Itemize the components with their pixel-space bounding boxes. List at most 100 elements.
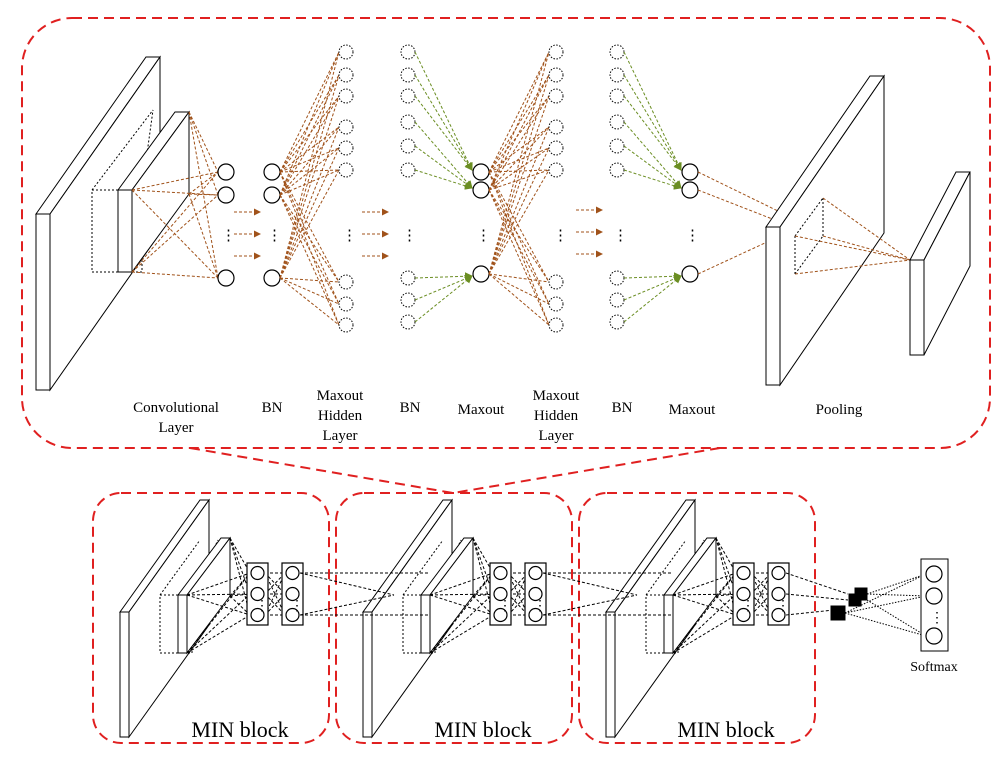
maxout1-neurons xyxy=(472,163,490,283)
bn-neuron xyxy=(609,44,625,60)
block-neuron xyxy=(250,586,265,602)
bn2-ellipsis: ⋮ xyxy=(402,228,417,244)
block-neuron xyxy=(528,607,543,623)
bn1-neurons xyxy=(263,163,281,287)
connection-line xyxy=(488,126,550,173)
maxout-arrow xyxy=(414,272,473,281)
maxout-hidden-layer-2 xyxy=(548,44,564,333)
block-neuron xyxy=(285,586,300,602)
maxout-arrow xyxy=(414,74,473,171)
maxout-arrow xyxy=(623,74,682,171)
bn3-ellipsis: ⋮ xyxy=(613,228,628,244)
connection-line xyxy=(488,169,550,191)
hidden-neuron xyxy=(548,67,564,83)
connection-line xyxy=(488,74,550,173)
maxout-arrow xyxy=(414,169,473,190)
maxout-arrow xyxy=(414,51,473,171)
hidden-neuron xyxy=(548,317,564,333)
connection-line xyxy=(279,277,340,326)
arrows-hidden2-to-bn3 xyxy=(576,206,603,258)
min-block-label: MIN block xyxy=(434,717,531,742)
block-input-slab xyxy=(362,498,453,739)
bn-neuron xyxy=(400,314,416,330)
block-input-slab xyxy=(605,498,696,739)
connection-line xyxy=(279,126,340,173)
column-ellipsis: ⋮ xyxy=(741,599,755,614)
hidden-neuron xyxy=(338,162,354,178)
bn-neuron xyxy=(400,292,416,308)
block-to-block-connections xyxy=(299,572,673,616)
connection-line xyxy=(488,51,550,275)
connection-line xyxy=(279,126,340,279)
hidden-neuron xyxy=(548,119,564,135)
maxout2-ellipsis: ⋮ xyxy=(685,228,700,244)
connection-line xyxy=(279,95,340,196)
conv-neurons xyxy=(217,163,235,287)
connection-line xyxy=(488,189,550,305)
connection-line xyxy=(488,74,550,275)
column-ellipsis: ⋮ xyxy=(776,599,790,614)
bn2-to-maxout-arrows xyxy=(414,51,473,323)
maxout-arrow xyxy=(414,121,473,189)
connection-line xyxy=(488,74,550,191)
maxout-arrow xyxy=(414,145,473,189)
hidden1-ellipsis: ⋮ xyxy=(342,228,357,244)
hidden-neuron xyxy=(338,317,354,333)
connection-line xyxy=(279,74,340,279)
bn1-to-hidden-connections xyxy=(279,51,340,326)
block-neuron xyxy=(285,565,300,581)
hidden-neuron xyxy=(338,67,354,83)
connection-line xyxy=(488,95,550,275)
connection-line xyxy=(488,126,550,275)
maxout-to-hidden2-connections xyxy=(488,51,550,326)
connection-line xyxy=(279,147,340,196)
block-feature-map xyxy=(662,536,718,655)
bn3-to-maxout2-arrows xyxy=(623,51,682,323)
conv-connections xyxy=(131,111,219,279)
connection-line xyxy=(279,126,340,196)
connection-line xyxy=(488,273,550,305)
softmax-label: Softmax xyxy=(910,660,957,675)
bn-neuron xyxy=(609,88,625,104)
min-block-label: MIN block xyxy=(191,717,288,742)
connection-line xyxy=(488,51,550,173)
min-block-border xyxy=(578,492,816,744)
connection-line xyxy=(488,126,550,191)
bn-neuron xyxy=(609,292,625,308)
label-maxout-1: Maxout xyxy=(458,402,505,418)
connection-line xyxy=(279,277,340,305)
maxout-arrow xyxy=(623,169,682,190)
min-block-border xyxy=(92,492,330,744)
label-bn-3: BN xyxy=(612,400,633,416)
block-neuron xyxy=(736,586,751,602)
bn-neuron xyxy=(400,88,416,104)
hidden-neuron xyxy=(338,44,354,60)
maxout-arrow xyxy=(623,51,682,171)
hidden-neuron xyxy=(338,140,354,156)
min-block-label: MIN block xyxy=(677,717,774,742)
min-blocks: ⋮⋮MIN block⋮⋮MIN block⋮⋮MIN block xyxy=(92,492,816,744)
block-neuron xyxy=(493,586,508,602)
block-neuron xyxy=(285,607,300,623)
column-ellipsis: ⋮ xyxy=(533,599,547,614)
maxout-arrow xyxy=(623,145,682,189)
bn-neuron xyxy=(400,162,416,178)
label-bn-1: BN xyxy=(262,400,283,416)
block-neuron xyxy=(528,565,543,581)
detail-panel-border xyxy=(21,17,991,449)
connection-line xyxy=(488,189,550,283)
column-ellipsis: ⋮ xyxy=(255,599,269,614)
column-ellipsis: ⋮ xyxy=(498,599,512,614)
pooling-connections xyxy=(794,197,911,275)
conv-input-slab xyxy=(35,55,161,392)
connection-line xyxy=(279,147,340,279)
bn3-neurons xyxy=(609,44,625,330)
bn-neuron xyxy=(609,114,625,130)
bn1-ellipsis: ⋮ xyxy=(267,228,282,244)
connection-line xyxy=(279,169,340,196)
bn-neuron xyxy=(400,67,416,83)
bn-neuron xyxy=(609,270,625,286)
connection-line xyxy=(488,171,550,283)
